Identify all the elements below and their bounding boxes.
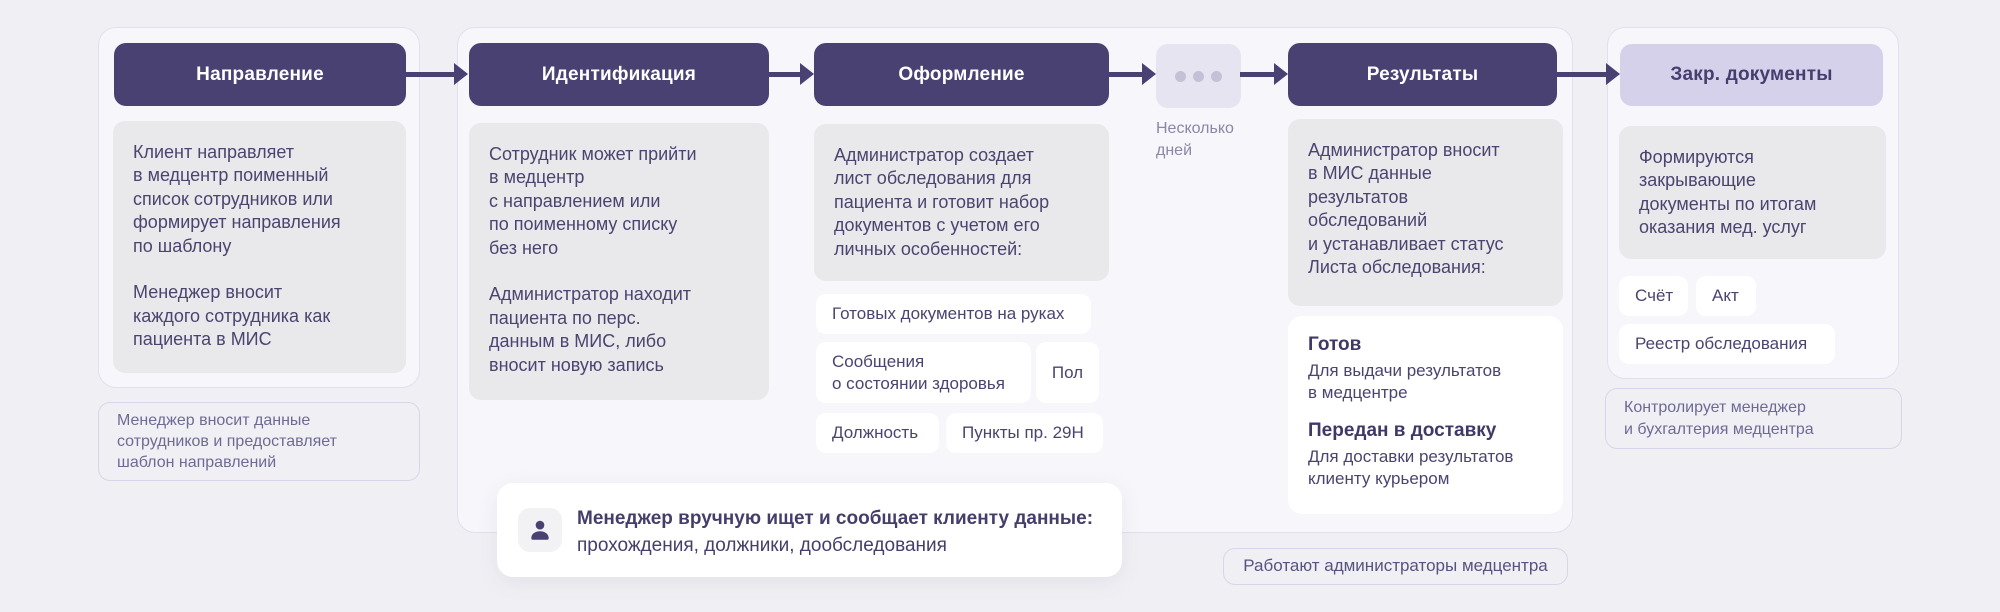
arrow-wait-to-results: [1240, 63, 1288, 85]
stage-body-referral: Клиент направляет в медцентр поименный с…: [113, 121, 406, 373]
stage-body-results: Администратор вносит в МИС данные резуль…: [1288, 119, 1563, 306]
stage-body-closing: Формируются закрывающие документы по ито…: [1619, 126, 1886, 259]
wait-step: [1156, 44, 1241, 108]
arrow-head-icon: [1606, 63, 1620, 85]
wait-label: Несколько дней: [1156, 120, 1234, 159]
arrow-line: [768, 71, 800, 77]
arrow-line: [1240, 71, 1274, 77]
arrow-line: [1556, 71, 1606, 77]
person-icon: [518, 508, 562, 552]
ellipsis-icon: [1175, 70, 1186, 82]
stage-title: Оформление: [898, 63, 1025, 85]
processing-chip-order-29n: Пункты пр. 29Н: [946, 413, 1103, 453]
callout-subtitle: прохождения, должники, дообследования: [577, 534, 947, 556]
callout-text: Менеджер вручную ищет и сообщает клиенту…: [577, 506, 1093, 560]
stage-group-main: Идентификация Сотрудник может прийти в м…: [457, 27, 1573, 533]
closing-chip-invoice: Счёт: [1619, 276, 1688, 316]
processing-chip-health-messages: Сообщения о состоянии здоровья: [816, 342, 1031, 403]
status-name-ready: Готов: [1308, 334, 1362, 355]
callout-title: Менеджер вручную ищет и сообщает клиенту…: [577, 508, 1094, 529]
closing-chip-act: Акт: [1696, 276, 1756, 316]
closing-chip-registry: Реестр обследования: [1619, 324, 1835, 364]
stage-body-identification: Сотрудник может прийти в медцентр с напр…: [469, 123, 769, 400]
ellipsis-icon: [1211, 70, 1222, 82]
arrow-head-icon: [1142, 63, 1156, 85]
stage-body-processing: Администратор создает лист обследования …: [814, 124, 1109, 281]
stage-group-referral: Направление Клиент направляет в медцентр…: [98, 27, 420, 388]
stage-title: Закр. документы: [1670, 64, 1833, 85]
manager-callout: Менеджер вручную ищет и сообщает клиенту…: [497, 483, 1122, 577]
arrow-processing-to-wait: [1108, 63, 1156, 85]
processing-chip-position: Должность: [816, 413, 939, 453]
status-desc-ready: Для выдачи результатов в медцентре: [1308, 361, 1502, 403]
stage-header-results: Результаты: [1288, 43, 1557, 106]
status-desc-delivery: Для доставки результатов клиенту курьеро…: [1308, 447, 1514, 489]
arrow-head-icon: [454, 63, 468, 85]
status-name-delivery: Передан в доставку: [1308, 420, 1497, 442]
processing-chip-gender: Пол: [1036, 342, 1099, 403]
stage-title: Результаты: [1366, 63, 1479, 85]
arrow-head-icon: [800, 63, 814, 85]
arrow-line: [404, 71, 454, 77]
stage-header-referral: Направление: [114, 43, 406, 106]
ellipsis-icon: [1193, 70, 1204, 82]
note-results-admins: Работают администраторы медцентра: [1223, 548, 1568, 585]
arrow-head-icon: [1274, 63, 1288, 85]
arrow-referral-to-identification: [404, 63, 468, 85]
stage-title: Направление: [196, 63, 324, 85]
arrow-identification-to-processing: [768, 63, 814, 85]
stage-title: Идентификация: [541, 63, 697, 85]
arrow-results-to-closing: [1556, 63, 1620, 85]
note-referral: Менеджер вносит данные сотрудников и пре…: [98, 402, 420, 481]
results-status-list: Готов Для выдачи результатов в медцентре…: [1288, 316, 1563, 514]
processing-chip-documents: Готовых документов на руках: [816, 294, 1091, 334]
stage-group-closing: Закр. документы Формируются закрывающие …: [1607, 27, 1899, 379]
note-closing: Контролирует менеджер и бухгалтерия медц…: [1605, 388, 1902, 449]
stage-header-closing: Закр. документы: [1620, 44, 1883, 106]
stage-header-identification: Идентификация: [469, 43, 769, 106]
stage-header-processing: Оформление: [814, 43, 1109, 106]
arrow-line: [1108, 71, 1142, 77]
